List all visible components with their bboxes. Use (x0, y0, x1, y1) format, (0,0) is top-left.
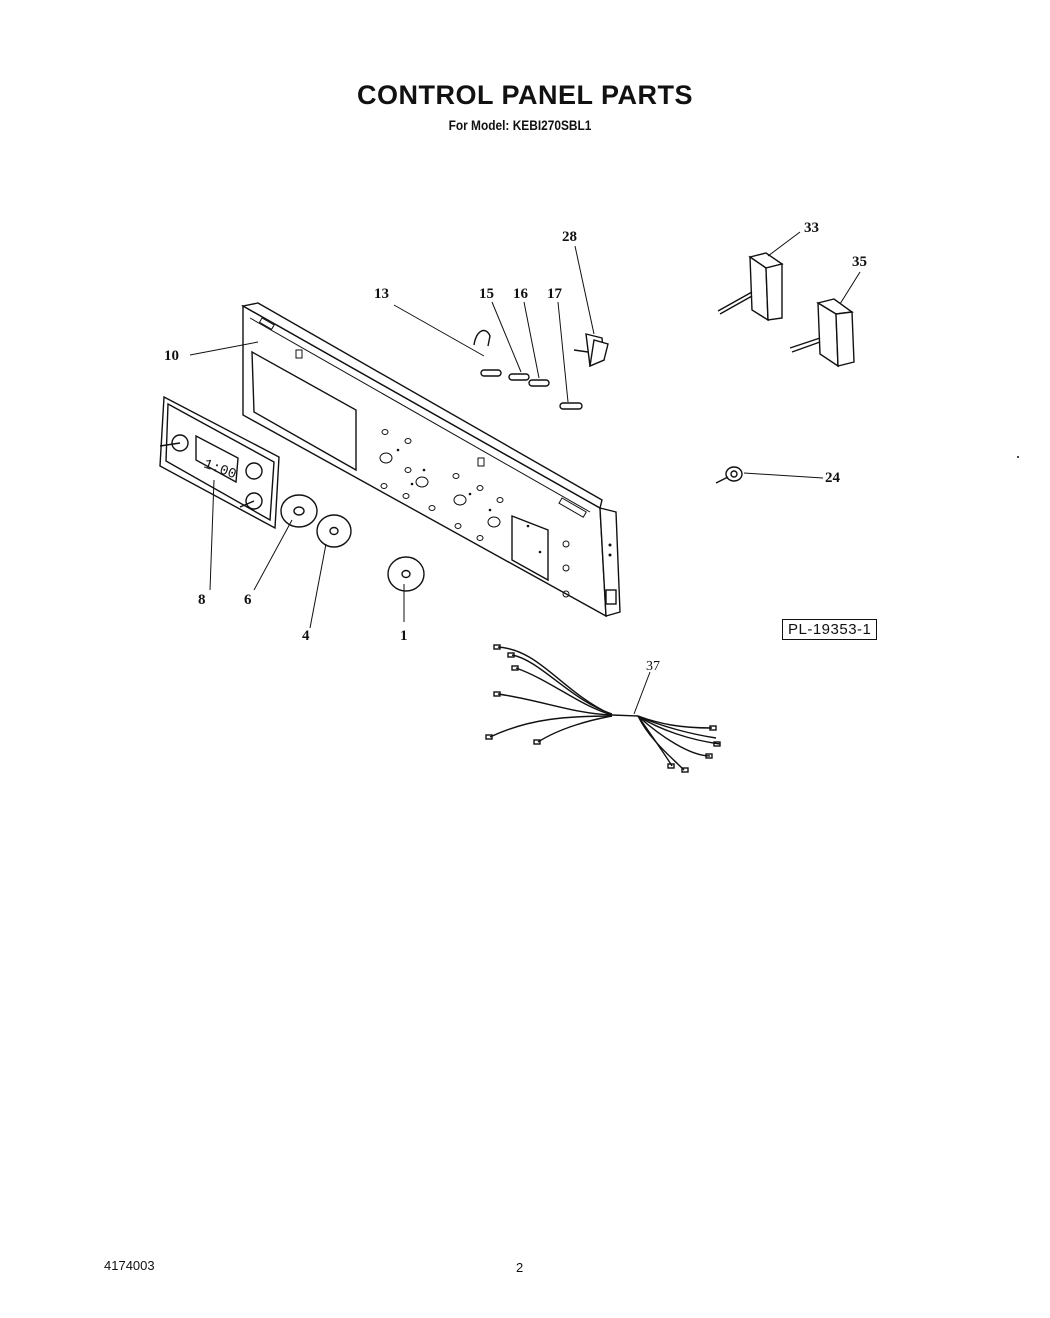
panel-holes (379, 429, 612, 598)
switch-part-28 (573, 333, 609, 368)
callout-8: 8 (198, 592, 206, 608)
callout-10: 10 (164, 348, 179, 364)
callout-28: 28 (562, 229, 577, 245)
callout-16: 16 (513, 286, 529, 302)
callout-15: 15 (479, 286, 494, 302)
page-title: CONTROL PANEL PARTS (356, 80, 694, 110)
page-number: 2 (516, 1260, 524, 1275)
display-bezel-part-8: 1:00 (159, 395, 280, 530)
callout-labels: 10 8 6 4 1 13 15 16 17 28 33 35 24 37 (164, 220, 867, 674)
control-panel-part-10 (241, 302, 621, 618)
pin-part-17 (559, 402, 583, 410)
model-subtitle: For Model: KEBI270SBL1 (448, 117, 592, 133)
pin-part-15 (508, 373, 530, 381)
callout-37: 37 (646, 659, 660, 674)
callout-13: 13 (374, 286, 389, 302)
callout-1: 1 (400, 628, 408, 644)
diagram-reference-box: PL-19353-1 (782, 619, 878, 640)
callout-4: 4 (302, 628, 310, 644)
document-number: 4174003 (104, 1258, 155, 1273)
knob-part-1 (387, 556, 425, 592)
knob-part-6 (280, 494, 318, 528)
knob-part-4 (316, 514, 352, 548)
clip-part-13 (473, 329, 502, 377)
leader-lines (189, 231, 861, 715)
wire-harness-part-37 (485, 644, 721, 773)
callout-6: 6 (244, 592, 252, 608)
switch-part-33 (717, 252, 784, 322)
callout-17: 17 (547, 286, 563, 302)
fitting-part-24 (715, 466, 743, 484)
pin-part-16 (528, 379, 550, 387)
callout-24: 24 (825, 470, 841, 486)
switch-part-35 (789, 298, 855, 368)
callout-35: 35 (852, 254, 867, 270)
callout-33: 33 (804, 220, 819, 236)
